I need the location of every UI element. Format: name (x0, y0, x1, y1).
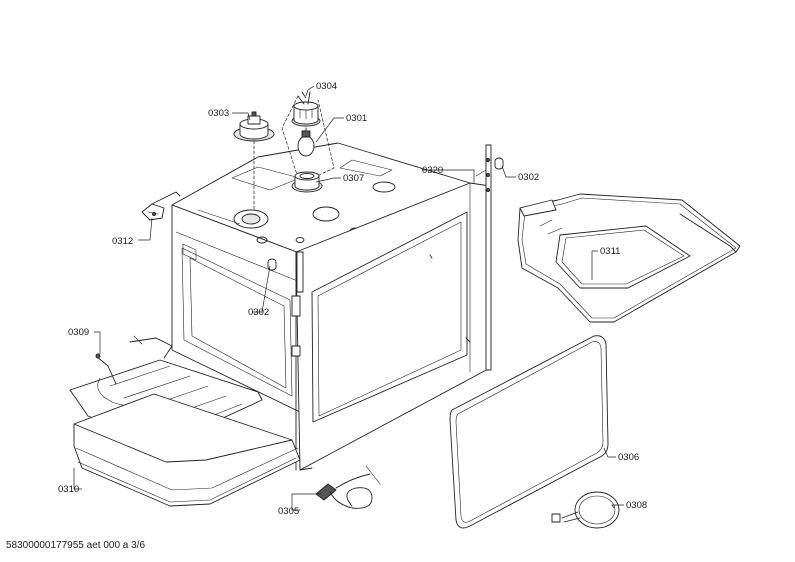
callout-0310[interactable]: 0310 (58, 484, 79, 495)
callout-0305[interactable]: 0305 (278, 506, 299, 517)
part-0302-screw-side (267, 258, 277, 271)
drawing-reference-footer: 58300000177955 aet 000 a 3/6 (6, 540, 146, 551)
part-0307-lamp-cover (291, 171, 323, 193)
callout-0306[interactable]: 0306 (618, 452, 639, 463)
callout-0301[interactable]: 0301 (346, 113, 367, 124)
callout-0302-side[interactable]: 0302 (248, 307, 269, 318)
front-frame (291, 144, 492, 471)
callout-0309[interactable]: 0309 (68, 327, 89, 338)
part-0302-screw-top (494, 157, 504, 170)
callout-0303[interactable]: 0303 (208, 108, 229, 119)
part-0312-bracket (141, 191, 181, 221)
callout-0320[interactable]: 0320 (422, 165, 443, 176)
callout-labels: 0304 0303 0301 0307 0320 0302 0312 0302 … (58, 81, 647, 517)
part-0306-door-seal (449, 335, 609, 529)
callout-0308[interactable]: 0308 (626, 500, 647, 511)
oven-housing (171, 142, 471, 413)
part-0308-ring-heater (551, 491, 620, 529)
part-0304-lamp-holder (281, 91, 335, 185)
technical-drawing (69, 91, 741, 529)
callout-0304[interactable]: 0304 (316, 81, 337, 92)
part-0311-grill-heater (517, 193, 741, 323)
part-0309-bottom-heater (69, 353, 263, 447)
part-0303-fan-motor (233, 111, 275, 211)
leader-lines (73, 85, 624, 511)
part-0301-lamp-bulb (297, 127, 315, 157)
callout-0302-top[interactable]: 0302 (518, 172, 539, 183)
part-0305-power-cable (315, 465, 381, 509)
callout-0307[interactable]: 0307 (343, 173, 364, 184)
callout-0311[interactable]: 0311 (600, 246, 620, 257)
part-0310-insulation (73, 335, 301, 507)
callout-0312[interactable]: 0312 (112, 236, 133, 247)
